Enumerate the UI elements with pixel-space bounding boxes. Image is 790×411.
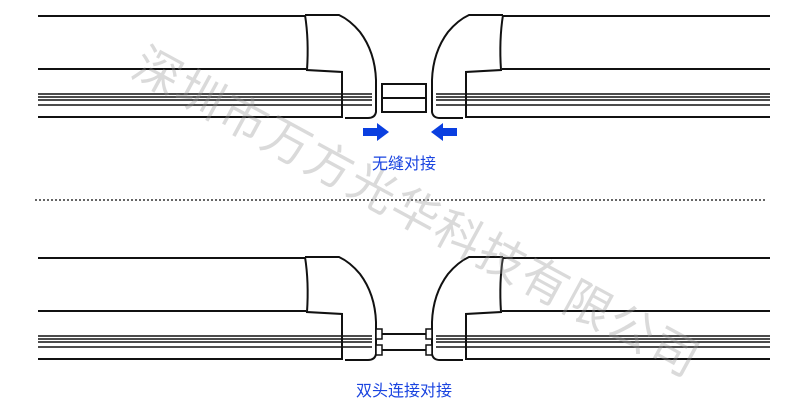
joint-block xyxy=(381,83,427,113)
arrow-left-icon xyxy=(431,123,457,141)
caption-double-end: 双头连接对接 xyxy=(355,381,452,400)
caption-seamless: 无缝对接 xyxy=(371,154,436,173)
arrow-right-icon xyxy=(363,123,389,141)
right-tube xyxy=(431,14,771,119)
double-end-connector xyxy=(375,328,433,356)
bottom-diagram xyxy=(37,256,771,361)
left-tube xyxy=(37,256,377,361)
top-diagram xyxy=(37,14,771,141)
